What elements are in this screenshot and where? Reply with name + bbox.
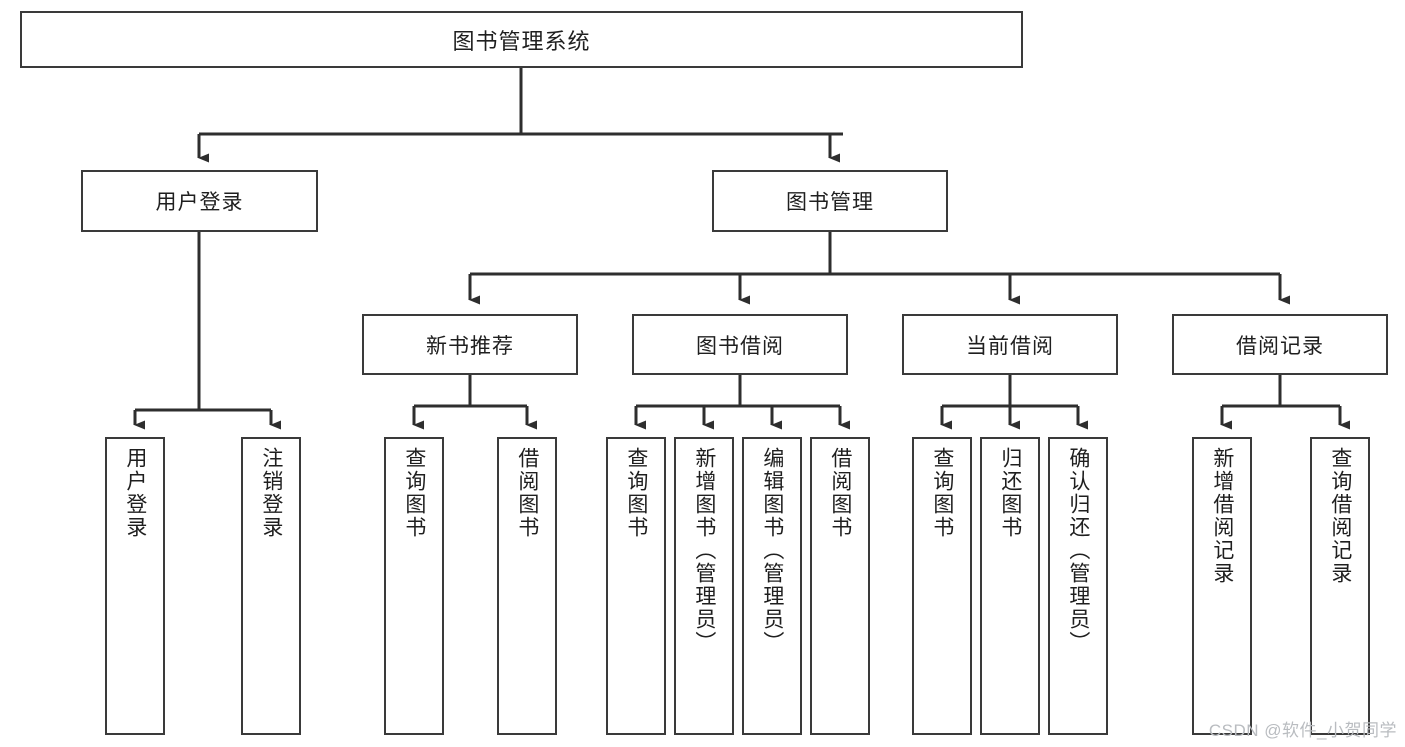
watermark: CSDN @软件_小贺同学 xyxy=(1208,721,1397,740)
leaf-user-login-logout[interactable]: 注销登录 xyxy=(241,437,301,735)
node-label: 归还图书 xyxy=(998,447,1022,539)
node-book-borrow[interactable]: 图书借阅 xyxy=(632,314,848,375)
leaf-current-return-books[interactable]: 归还图书 xyxy=(980,437,1040,735)
node-label: 图书借阅 xyxy=(696,334,784,358)
node-label: 编辑图书（管理员） xyxy=(760,447,784,654)
leaf-record-add-record[interactable]: 新增借阅记录 xyxy=(1192,437,1252,735)
node-borrow-record[interactable]: 借阅记录 xyxy=(1172,314,1388,375)
node-user-login[interactable]: 用户登录 xyxy=(81,170,318,232)
node-label: 新书推荐 xyxy=(426,334,514,358)
node-label: 新增借阅记录 xyxy=(1210,447,1234,585)
node-label: 查询图书 xyxy=(930,447,954,539)
node-label: 借阅记录 xyxy=(1236,334,1324,358)
node-label: 当前借阅 xyxy=(966,334,1054,358)
node-label: 图书管理系统 xyxy=(452,28,591,54)
node-label: 借阅图书 xyxy=(515,447,539,539)
node-label: 确认归还（管理员） xyxy=(1066,447,1090,654)
node-label: 查询借阅记录 xyxy=(1328,447,1352,585)
node-label: 图书管理 xyxy=(786,191,874,214)
leaf-current-confirm-return-admin[interactable]: 确认归还（管理员） xyxy=(1048,437,1108,735)
leaf-user-login-login[interactable]: 用户登录 xyxy=(105,437,165,735)
node-book-management[interactable]: 图书管理 xyxy=(712,170,948,232)
node-label: 查询图书 xyxy=(624,447,648,539)
node-label: 新增图书（管理员） xyxy=(692,447,716,654)
leaf-new-book-borrow-books[interactable]: 借阅图书 xyxy=(497,437,557,735)
leaf-new-book-query-books[interactable]: 查询图书 xyxy=(384,437,444,735)
node-label: 用户登录 xyxy=(123,447,147,539)
leaf-current-query-books[interactable]: 查询图书 xyxy=(912,437,972,735)
node-root-book-management-system[interactable]: 图书管理系统 xyxy=(20,11,1023,68)
leaf-record-query-record[interactable]: 查询借阅记录 xyxy=(1310,437,1370,735)
leaf-borrow-borrow-books[interactable]: 借阅图书 xyxy=(810,437,870,735)
node-label: 借阅图书 xyxy=(828,447,852,539)
node-label: 注销登录 xyxy=(259,447,283,539)
node-current-borrow[interactable]: 当前借阅 xyxy=(902,314,1118,375)
leaf-borrow-query-books[interactable]: 查询图书 xyxy=(606,437,666,735)
leaf-borrow-edit-book-admin[interactable]: 编辑图书（管理员） xyxy=(742,437,802,735)
node-label: 用户登录 xyxy=(155,191,244,214)
node-label: 查询图书 xyxy=(402,447,426,539)
node-new-book-recommend[interactable]: 新书推荐 xyxy=(362,314,578,375)
leaf-borrow-add-book-admin[interactable]: 新增图书（管理员） xyxy=(674,437,734,735)
